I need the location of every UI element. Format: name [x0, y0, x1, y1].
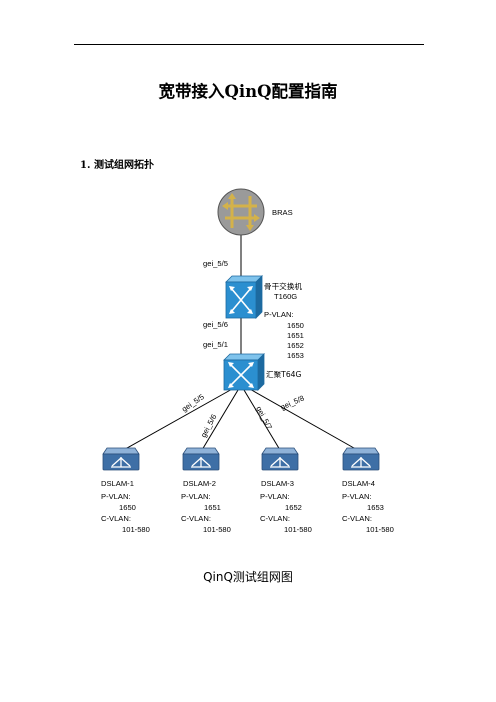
dslam-1-cvlan-label: C-VLAN: — [101, 514, 131, 523]
dslam-3-cvlan-value: 101-580 — [284, 525, 312, 534]
dslam-4-pvlan-label: P-VLAN: — [342, 492, 372, 501]
dslam-1-icon — [102, 447, 140, 471]
dslam-4-cvlan-label: C-VLAN: — [342, 514, 372, 523]
dslam-4-name: DSLAM-4 — [342, 479, 375, 488]
bras-port-label: gei_5/5 — [203, 259, 228, 268]
figure-caption: QinQ测试组网图 — [203, 570, 293, 584]
dslam-1-pvlan-value: 1650 — [119, 503, 136, 512]
agg-port-label: gei_5/5 — [180, 392, 206, 413]
dslam-1-pvlan-label: P-VLAN: — [101, 492, 131, 501]
dslam-2-pvlan-label: P-VLAN: — [181, 492, 211, 501]
dslam-4-icon — [342, 447, 380, 471]
dslam-3-pvlan-value: 1652 — [285, 503, 302, 512]
dslam-3-pvlan-label: P-VLAN: — [260, 492, 290, 501]
agg-port-up-label: gei_5/1 — [203, 340, 228, 349]
bras-router-icon — [217, 188, 265, 236]
dslam-4-pvlan-value: 1653 — [367, 503, 384, 512]
link-agg-dslam-3 — [243, 389, 281, 451]
core-switch-label: 骨干交换机 — [264, 281, 302, 291]
dslam-1-cvlan-value: 101-580 — [122, 525, 150, 534]
core-pvlan-value: 1652 — [287, 341, 304, 350]
core-pvlan-value: 1653 — [287, 351, 304, 360]
link-agg-dslam-1 — [119, 387, 235, 453]
dslam-3-name: DSLAM-3 — [261, 479, 294, 488]
dslam-2-cvlan-value: 101-580 — [203, 525, 231, 534]
link-agg-dslam-4 — [247, 387, 362, 453]
core-switch-icon — [225, 275, 263, 319]
dslam-4-cvlan-value: 101-580 — [366, 525, 394, 534]
dslam-3-icon — [261, 447, 299, 471]
dslam-2-icon — [182, 447, 220, 471]
bras-label: BRAS — [272, 208, 293, 217]
dslam-2-cvlan-label: C-VLAN: — [181, 514, 211, 523]
dslam-1-name: DSLAM-1 — [101, 479, 134, 488]
dslam-3-cvlan-label: C-VLAN: — [260, 514, 290, 523]
header-rule — [74, 44, 424, 45]
core-pvlan-label: P-VLAN: — [264, 310, 294, 319]
core-pvlan-value: 1650 — [287, 321, 304, 330]
agg-switch-icon — [223, 353, 265, 391]
agg-port-label: gei_5/7 — [254, 405, 274, 431]
dslam-2-name: DSLAM-2 — [183, 479, 216, 488]
dslam-2-pvlan-value: 1651 — [204, 503, 221, 512]
agg-switch-label: 汇聚T64G — [266, 370, 301, 379]
link-agg-dslam-2 — [201, 389, 239, 451]
core-switch-model: T160G — [274, 292, 297, 301]
agg-port-label: gei_5/6 — [199, 413, 219, 439]
agg-port-label: gei_5/8 — [279, 393, 305, 411]
section-heading: 1.测试组网拓扑 — [80, 156, 154, 171]
links — [119, 234, 362, 453]
document-title: 宽带接入QinQ配置指南 — [158, 82, 338, 101]
section-number: 1. — [80, 160, 91, 171]
core-pvlan-value: 1651 — [287, 331, 304, 340]
section-title: 测试组网拓扑 — [94, 160, 154, 171]
core-port-down-label: gei_5/6 — [203, 320, 228, 329]
